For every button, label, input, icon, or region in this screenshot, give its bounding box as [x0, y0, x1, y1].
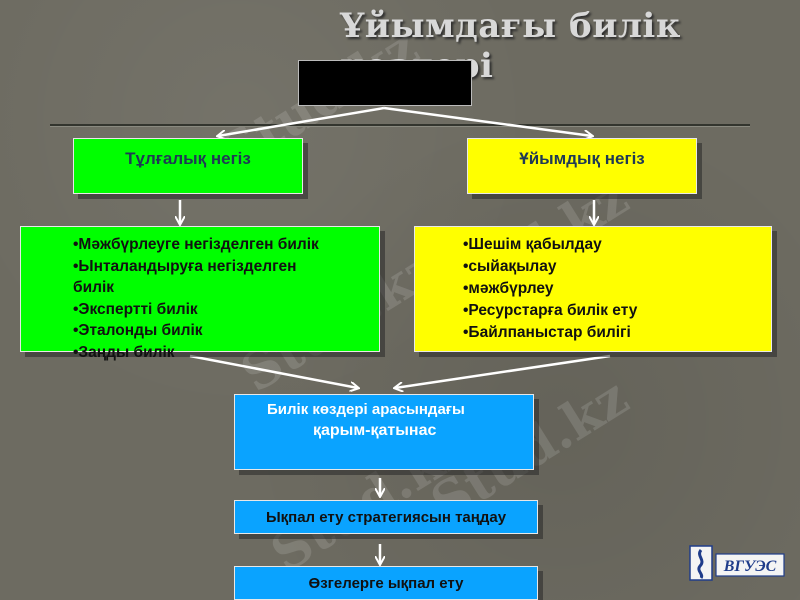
organizational-basis-label: Ұйымдық негіз — [519, 149, 645, 168]
list-item: •Заңды билік — [73, 343, 175, 361]
university-logo: ВГУЭС — [688, 544, 788, 582]
logo-text: ВГУЭС — [723, 558, 777, 575]
list-item: •Шешім қабылдау — [463, 236, 602, 253]
arrow-left-to-relation — [189, 354, 358, 388]
personal-basis-label: Тұлғалық негіз — [125, 149, 251, 168]
list-item: •Экспертті билік — [73, 300, 198, 318]
list-item: •Эталонды билік — [73, 322, 203, 339]
relation-line-1: Билік көздері арасындағы — [267, 401, 465, 418]
strategy-label: Ықпал ету стратегиясын таңдау — [265, 508, 507, 526]
personal-power-list: •Мәжбүрлеуге негізделген билік •Ынталанд… — [20, 226, 380, 361]
arrow-right-to-relation — [395, 354, 611, 388]
list-item: билік — [73, 279, 115, 296]
list-item: •мәжбүрлеу — [463, 280, 554, 297]
logo-icon: ВГУЭС — [689, 545, 785, 581]
personal-basis-box: Тұлғалық негіз — [73, 138, 303, 194]
list-item: •Байлпаныстар билігі — [463, 324, 631, 341]
list-item: •Ресурстарға билік ету — [463, 302, 638, 319]
organizational-basis-box: Ұйымдық негіз — [467, 138, 697, 194]
organizational-power-list: •Шешім қабылдау •сыйақылау •мәжбүрлеу •Р… — [414, 226, 772, 352]
arrow-root-right — [383, 106, 592, 136]
influence-label: Өзгелерге ықпал ету — [308, 574, 464, 592]
list-item: •сыйақылау — [463, 258, 557, 275]
arrow-root-left — [218, 106, 385, 136]
strategy-box: Ықпал ету стратегиясын таңдау — [234, 500, 538, 534]
relation-line-2: қарым-қатынас — [313, 422, 437, 439]
list-item: •Ынталандыруға негізделген — [73, 257, 297, 275]
influence-box: Өзгелерге ықпал ету — [234, 566, 538, 600]
relation-box: Билік көздері арасындағы қарым-қатынас — [234, 394, 534, 470]
divider-line — [50, 124, 750, 127]
list-item: •Мәжбүрлеуге негізделген билік — [73, 236, 319, 253]
root-node-box — [298, 60, 472, 106]
